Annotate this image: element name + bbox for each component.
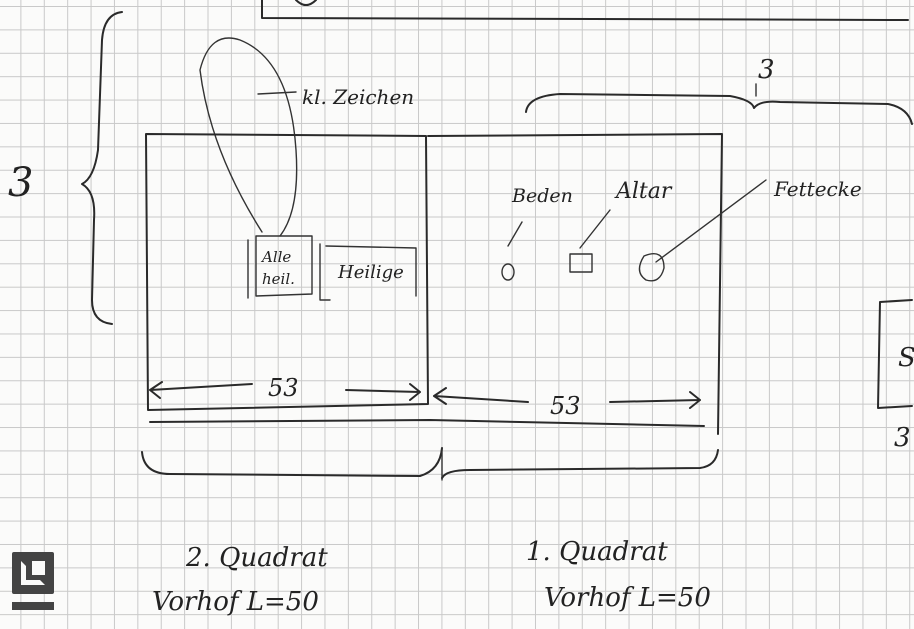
- square-left-title: 2. Quadrat: [185, 543, 328, 573]
- candle-label: Fettecke: [773, 177, 862, 201]
- square-left: [145, 133, 429, 411]
- button-all-line2: heil.: [262, 270, 295, 288]
- right-edge-box-char: S: [898, 343, 914, 373]
- bed-label: Beden: [511, 185, 573, 207]
- pointer-dash: [257, 91, 297, 95]
- left-brace: [81, 11, 123, 325]
- bottom-brace-left: [141, 447, 443, 477]
- logo-icon: [12, 552, 54, 614]
- button-saints-label: Heilige: [337, 262, 404, 283]
- button-all-line1: Alle: [260, 248, 291, 266]
- brace-width-label: 3: [758, 55, 775, 85]
- square-right: [427, 133, 723, 435]
- altar-label: Altar: [614, 179, 673, 204]
- dim-right-arrow: [433, 387, 701, 409]
- top-circle-fragment: [295, 0, 317, 6]
- bed-callout: [507, 221, 523, 247]
- dim-left-arrow: [149, 381, 421, 401]
- right-edge-box: [877, 299, 913, 409]
- button-all-frame: [247, 235, 313, 299]
- altar-callout: [579, 209, 611, 249]
- altar-icon: [569, 253, 593, 273]
- square-right-sub: Vorhof L=50: [544, 583, 711, 613]
- square-right-title: 1. Quadrat: [526, 537, 668, 567]
- square-bottom-line: [149, 419, 705, 427]
- candle-icon: [638, 253, 665, 282]
- top-frame-fragment: [261, 0, 909, 21]
- button-saints-frame: [319, 243, 417, 301]
- top-brace: [525, 93, 913, 125]
- square-left-sub: Vorhof L=50: [152, 587, 319, 617]
- bottom-brace-right: [441, 449, 719, 479]
- small-sign-note: kl. Zeichen: [302, 85, 414, 109]
- candle-callout: [655, 179, 767, 263]
- right-edge-digit: 3: [894, 423, 911, 453]
- brace-height-label: 3: [8, 160, 33, 206]
- pointer-loop: [199, 37, 298, 237]
- dim-left-label: 53: [268, 374, 299, 402]
- bed-icon: [501, 263, 515, 281]
- dim-right-label: 53: [550, 392, 581, 420]
